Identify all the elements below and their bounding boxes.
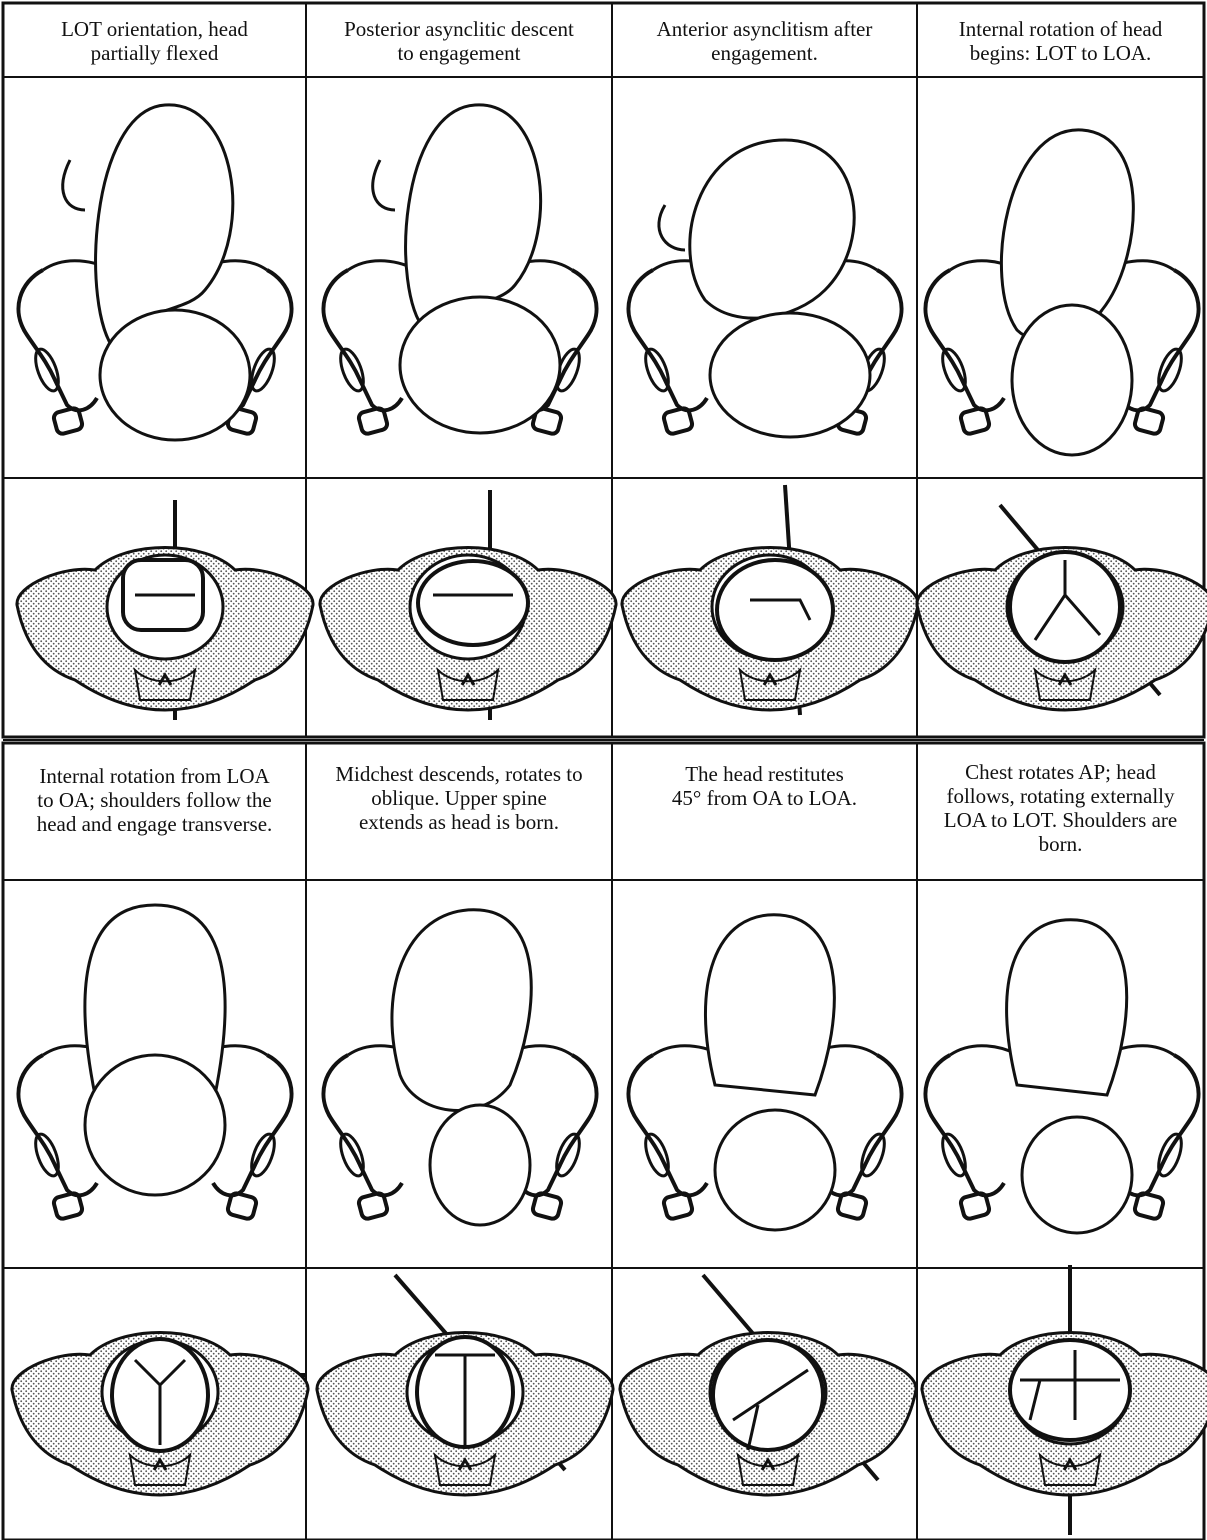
side-view-1 bbox=[18, 105, 291, 440]
caption-text: Internal rotation from LOA to OA; should… bbox=[37, 764, 273, 836]
caption-text: Chest rotates AP; head follows, rotating… bbox=[944, 760, 1177, 856]
caption-8: Chest rotates AP; head follows, rotating… bbox=[917, 750, 1204, 878]
side-view-2 bbox=[323, 105, 596, 435]
caption-text: The head restitutes 45° from OA to LOA. bbox=[672, 762, 857, 810]
top-view-7 bbox=[620, 1275, 916, 1495]
caption-text: Internal rotation of head begins: LOT to… bbox=[959, 17, 1163, 65]
side-view-3 bbox=[628, 140, 901, 437]
top-view-4 bbox=[917, 505, 1207, 710]
caption-2: Posterior asynclitic descent to engageme… bbox=[306, 5, 612, 77]
caption-7: The head restitutes 45° from OA to LOA. bbox=[612, 750, 917, 878]
top-view-1 bbox=[17, 500, 313, 720]
caption-3: Anterior asynclitism after engagement. bbox=[612, 5, 917, 77]
caption-6: Midchest descends, rotates to oblique. U… bbox=[306, 750, 612, 878]
caption-text: Posterior asynclitic descent to engageme… bbox=[344, 17, 574, 65]
caption-5: Internal rotation from LOA to OA; should… bbox=[3, 750, 306, 878]
top-view-5 bbox=[12, 1333, 308, 1496]
caption-text: LOT orientation, head partially flexed bbox=[61, 17, 248, 65]
side-view-8 bbox=[925, 920, 1198, 1233]
caption-1: LOT orientation, head partially flexed bbox=[3, 5, 306, 77]
caption-text: Anterior asynclitism after engagement. bbox=[657, 17, 873, 65]
top-view-8 bbox=[922, 1265, 1207, 1535]
caption-text: Midchest descends, rotates to oblique. U… bbox=[335, 762, 582, 834]
side-view-4 bbox=[925, 130, 1198, 455]
top-view-3 bbox=[622, 485, 918, 715]
side-view-7 bbox=[628, 915, 901, 1230]
side-view-5 bbox=[18, 905, 291, 1220]
top-view-6 bbox=[317, 1275, 613, 1495]
top-view-2 bbox=[320, 490, 616, 720]
side-view-6 bbox=[323, 910, 596, 1225]
caption-4: Internal rotation of head begins: LOT to… bbox=[917, 5, 1204, 77]
